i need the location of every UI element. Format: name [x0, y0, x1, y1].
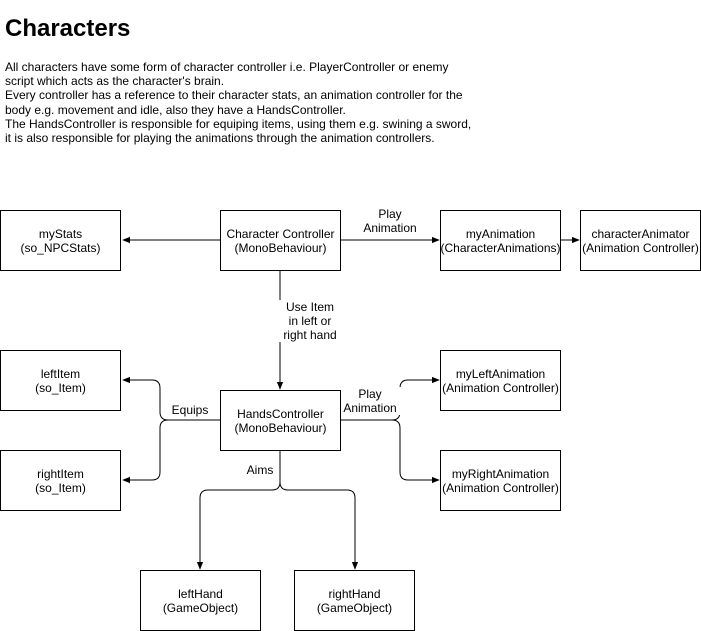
node-lefthand: leftHand (GameObject) [140, 570, 261, 631]
node-righthand: rightHand (GameObject) [294, 570, 415, 631]
node-leftitem: leftItem (so_Item) [0, 350, 121, 411]
description-line: All characters have some form of charact… [5, 60, 449, 74]
node-hands-controller: HandsController (MonoBehaviour) [220, 390, 341, 451]
page-title: Characters [5, 15, 131, 42]
node-myanimation: myAnimation (CharacterAnimations) [440, 210, 561, 271]
node-character-controller: Character Controller (MonoBehaviour) [220, 210, 341, 271]
description-line: Every controller has a reference to thei… [5, 88, 463, 103]
description-line: body e.g. movement and idle, also they h… [5, 102, 346, 117]
description-line: The HandsController is responsible for e… [5, 116, 472, 131]
edge-hands-to-lefthand [196, 450, 281, 570]
edge-label-use-item: Use Item in left or right hand [278, 300, 342, 342]
node-mystats: myStats (so_NPCStats) [0, 210, 121, 271]
description: All characters have some form of charact… [5, 60, 485, 145]
node-myleftanimation: myLeftAnimation (Animation Controller) [440, 350, 561, 411]
description-line: script which acts as the character's bra… [5, 74, 225, 89]
node-characteranimator: characterAnimator (Animation Controller) [580, 210, 701, 271]
edge-label-play-animation-top: Play Animation [358, 207, 422, 235]
edge-hands-to-leftitem [122, 376, 220, 421]
edge-hands-to-rightitem [122, 419, 220, 484]
edge-hands-to-myrightanimation [340, 419, 440, 484]
edge-label-play-animation-hands: Play Animation [338, 387, 402, 415]
node-myrightanimation: myRightAnimation (Animation Controller) [440, 450, 561, 511]
edge-label-equips: Equips [168, 403, 212, 417]
node-rightitem: rightItem (so_Item) [0, 450, 121, 511]
description-line: it is also responsible for playing the a… [5, 131, 435, 146]
edge-hands-to-righthand [279, 450, 359, 570]
edge-label-aims: Aims [242, 463, 278, 477]
